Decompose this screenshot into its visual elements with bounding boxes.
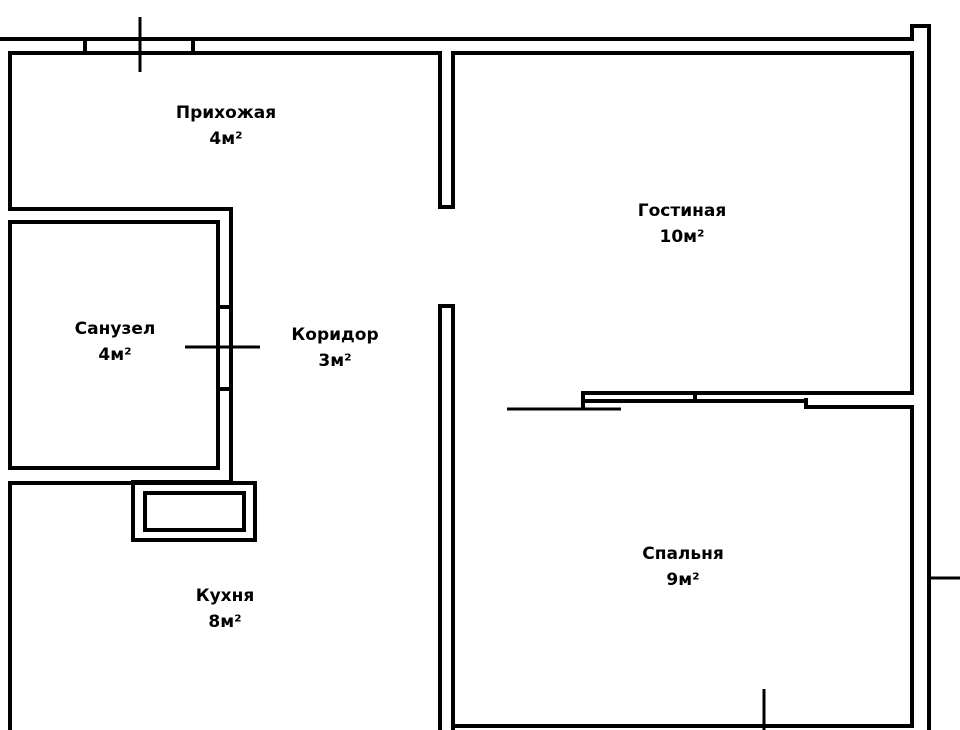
central-partition [438, 51, 455, 730]
room-area: 4м² [209, 129, 243, 149]
room-label-corridor: Коридор 3м² [291, 322, 378, 374]
room-name: Прихожая [175, 103, 277, 123]
right-inner-wall [804, 51, 960, 728]
room-label-bedroom: Спальня 9м² [642, 541, 724, 593]
room-name: Гостиная [637, 201, 727, 221]
room-label-living: Гостиная 10м² [638, 198, 727, 250]
room-label-bathroom: Санузел 4м² [75, 316, 156, 368]
room-area: 8м² [208, 612, 242, 632]
kitchen-appliance [131, 481, 257, 542]
room-area: 10м² [659, 227, 705, 247]
room-label-hallway: Прихожая 4м² [176, 100, 276, 152]
room-area: 4м² [98, 345, 132, 365]
room-area: 3м² [318, 351, 352, 371]
outer-top-wall [0, 24, 931, 730]
room-name: Санузел [74, 319, 156, 339]
room-label-kitchen: Кухня 8м² [196, 583, 255, 635]
room-name: Коридор [291, 325, 379, 345]
entrance-door-frame [83, 17, 195, 72]
room-area: 9м² [666, 570, 700, 590]
sliding-door [507, 391, 808, 411]
room-name: Кухня [195, 586, 255, 606]
room-name: Спальня [642, 544, 724, 564]
bedroom-bottom-wall [451, 689, 914, 730]
